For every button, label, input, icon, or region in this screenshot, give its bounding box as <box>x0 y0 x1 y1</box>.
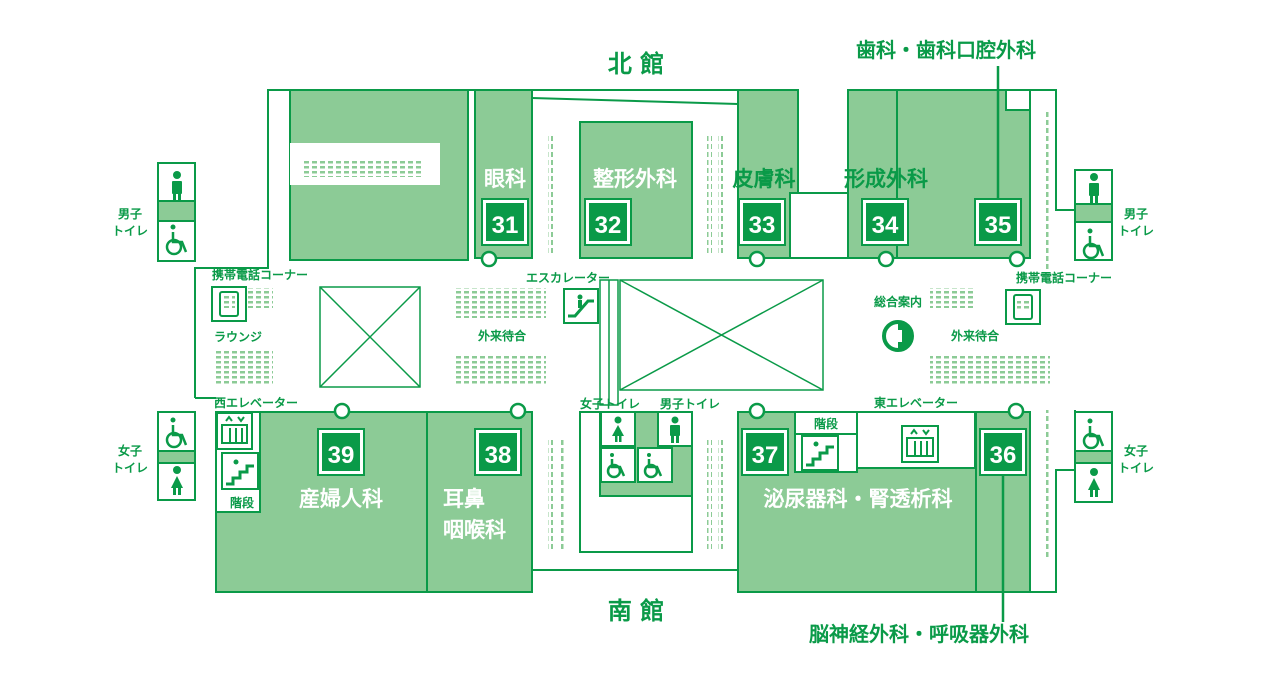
room-33-annex <box>789 192 849 259</box>
room-number-39: 39 <box>328 442 355 469</box>
room-badge-39: 39 <box>317 428 365 476</box>
room-number-34: 34 <box>872 212 899 239</box>
label-womens-right-2: トイレ <box>1118 461 1154 475</box>
label-womens-left-2: トイレ <box>112 461 148 475</box>
label-mens-right-2: トイレ <box>1118 224 1154 238</box>
label-phone-corner-left: 携帯電話コーナー <box>212 267 308 282</box>
mens-toilet-icon <box>657 411 693 447</box>
mens-toilet-icon <box>1089 173 1099 204</box>
restroom-wing-right <box>1074 169 1113 503</box>
phone-icon <box>211 286 247 322</box>
restroom-wing-left <box>157 162 196 501</box>
wheelchair-icon <box>1082 418 1105 450</box>
room-number-36: 36 <box>990 442 1017 469</box>
north-building-title: 北 館 <box>608 50 664 78</box>
womens-toilet-icon <box>600 411 636 447</box>
dept-name-37: 泌尿器科・腎透析科 <box>764 487 953 511</box>
escalator-chute <box>599 279 619 406</box>
south-building-title: 南 館 <box>608 597 664 625</box>
room-badge-37: 37 <box>741 428 789 476</box>
label-womens-center: 女子トイレ <box>580 396 640 411</box>
room-badge-34: 34 <box>861 198 909 246</box>
wheelchair-icon <box>637 447 673 483</box>
label-womens-left-1: 女子 <box>118 443 142 458</box>
dept-name-38-line2: 咽喉科 <box>443 518 506 542</box>
label-mens-right-1: 男子 <box>1124 207 1148 221</box>
room-number-37: 37 <box>752 442 779 469</box>
label-info-desk: 総合案内 <box>874 294 922 309</box>
label-west-elevator: 西エレベーター <box>214 396 298 410</box>
seating-dots <box>213 110 1050 560</box>
dept-name-39: 産婦人科 <box>299 487 383 511</box>
atrium-voids <box>319 279 824 391</box>
womens-toilet-icon <box>171 466 183 495</box>
label-east-elevator: 東エレベーター <box>874 395 958 410</box>
room-badge-35: 35 <box>974 198 1022 246</box>
room-badge-32: 32 <box>584 198 632 246</box>
label-womens-right-1: 女子 <box>1124 443 1148 458</box>
label-mens-left-2: トイレ <box>112 224 148 238</box>
wheelchair-icon <box>1082 228 1105 260</box>
phone-icon <box>1005 289 1041 325</box>
label-lounge: ラウンジ <box>214 330 262 344</box>
escalator-icon <box>563 288 599 324</box>
label-mens-left-1: 男子 <box>118 207 142 221</box>
info-icon <box>882 320 914 352</box>
label-phone-corner-right: 携帯電話コーナー <box>1016 270 1112 285</box>
label-stairs-west: 階段 <box>230 495 255 510</box>
womens-toilet-icon <box>1088 468 1100 497</box>
label-mens-center: 男子トイレ <box>660 397 720 411</box>
dept-name-32: 整形外科 <box>593 167 677 191</box>
dept-name-33: 皮膚科 <box>733 167 796 191</box>
callout-dentistry: 歯科・歯科口腔外科 <box>856 38 1036 62</box>
room-number-33: 33 <box>749 212 776 239</box>
room-number-32: 32 <box>595 212 622 239</box>
label-escalator: エスカレーター <box>526 271 610 285</box>
room-number-31: 31 <box>492 212 519 239</box>
label-waiting-left: 外来待合 <box>478 328 527 343</box>
dept-name-38-line1: 耳鼻 <box>443 487 485 511</box>
stairs-icon <box>801 435 839 471</box>
callout-neurosurgery: 脳神経外科・呼吸器外科 <box>808 622 1029 646</box>
room-number-38: 38 <box>485 442 512 469</box>
label-waiting-right: 外来待合 <box>951 328 1000 343</box>
room-number-35: 35 <box>985 212 1012 239</box>
dept-name-34: 形成外科 <box>844 167 928 191</box>
stairs-east-label-box <box>794 411 858 435</box>
wheelchair-icon <box>165 224 188 256</box>
elevator-icon <box>216 412 253 450</box>
room-badge-36: 36 <box>979 428 1027 476</box>
mens-toilet-icon <box>172 171 182 202</box>
stairs-icon <box>221 452 259 490</box>
dept-name-31: 眼科 <box>484 167 526 191</box>
room-badge-33: 33 <box>738 198 786 246</box>
wheelchair-icon <box>165 417 188 449</box>
entrance-markers <box>333 250 1026 420</box>
label-stairs-east: 階段 <box>814 416 839 431</box>
elevator-icon <box>901 425 939 463</box>
wheelchair-icon <box>600 447 636 483</box>
room-badge-38: 38 <box>474 428 522 476</box>
room-badge-31: 31 <box>481 198 529 246</box>
